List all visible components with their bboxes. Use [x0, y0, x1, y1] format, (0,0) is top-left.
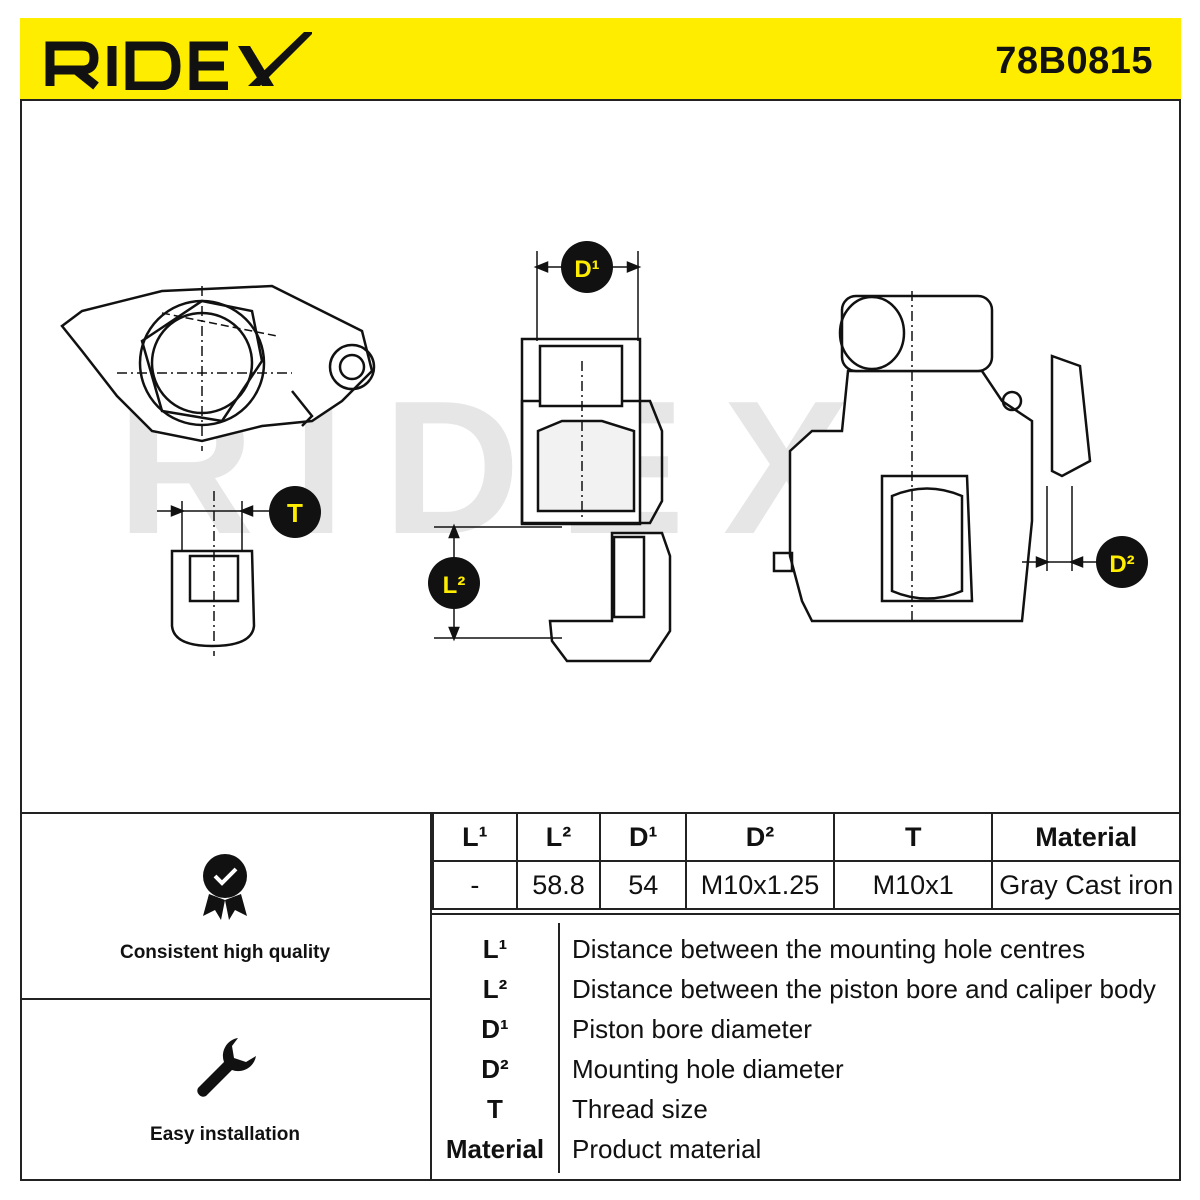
spec-value-d1: 54: [599, 860, 688, 910]
spec-table-value-row: - 58.8 54 M10x1.25 M10x1 Gray Cast iron: [432, 860, 1181, 910]
legend-description: Thread size: [572, 1094, 708, 1124]
spec-header-material: Material: [991, 812, 1181, 862]
dimension-badge-d1: D¹: [561, 241, 613, 293]
feature-quality: Consistent high quality: [20, 814, 430, 1000]
legend-description: Distance between the mounting hole centr…: [572, 934, 1086, 964]
header-bar: 78B0815: [20, 18, 1181, 101]
legend-key: D²: [481, 1054, 509, 1084]
spec-header-d2: D²: [685, 812, 835, 862]
spec-header-l1: L¹: [432, 812, 518, 862]
wrench-icon: [197, 1038, 256, 1097]
legend-divider: [558, 923, 560, 1173]
legend-row: D² Mounting hole diameter: [432, 1049, 1181, 1089]
features-panel: Consistent high quality Easy installatio…: [20, 812, 432, 1181]
legend-key: T: [487, 1094, 503, 1124]
legend-key: D¹: [481, 1014, 509, 1044]
spec-value-l2: 58.8: [515, 860, 602, 910]
legend-row: L¹ Distance between the mounting hole ce…: [432, 929, 1181, 969]
legend-row: Material Product material: [432, 1129, 1181, 1169]
technical-drawing: RIDEX T: [22, 101, 1179, 813]
svg-text:D¹: D¹: [574, 256, 599, 283]
spec-table: L¹ L² D¹ D² T Material - 58.8 54 M10x1.2…: [432, 812, 1181, 910]
legend-row: L² Distance between the piston bore and …: [432, 969, 1181, 1009]
spec-table-header-row: L¹ L² D¹ D² T Material: [432, 812, 1181, 862]
spec-header-d1: D¹: [599, 812, 688, 862]
brand-logo: [42, 28, 312, 95]
caliper-top-view: [60, 284, 376, 451]
feature-installation-label: Easy installation: [150, 1124, 300, 1145]
svg-text:D²: D²: [1109, 551, 1134, 578]
dimension-badge-d2: D²: [1096, 536, 1148, 588]
dimension-badge-t: T: [269, 486, 321, 538]
svg-text:T: T: [287, 498, 303, 528]
dimension-legend: L¹ Distance between the mounting hole ce…: [432, 913, 1181, 1181]
dimension-badge-l2: L²: [428, 557, 480, 609]
quality-badge-icon: [203, 854, 247, 920]
spec-header-l2: L²: [515, 812, 602, 862]
spec-header-t: T: [832, 812, 994, 862]
svg-text:L²: L²: [443, 572, 466, 599]
ridex-logo-icon: [45, 32, 312, 91]
legend-row: D¹ Piston bore diameter: [432, 1009, 1181, 1049]
part-number: 78B0815: [995, 40, 1153, 82]
thread-fitting-detail: [157, 491, 272, 656]
caliper-drawing-svg: RIDEX T: [60, 241, 1148, 663]
legend-description: Product material: [572, 1134, 762, 1164]
legend-key: Material: [445, 1134, 545, 1164]
spec-value-t: M10x1: [832, 860, 994, 910]
feature-quality-label: Consistent high quality: [119, 942, 331, 963]
legend-key: L²: [482, 974, 508, 1004]
spec-value-l1: -: [432, 860, 518, 910]
feature-installation: Easy installation: [20, 998, 430, 1181]
caliper-section-view: [434, 251, 672, 663]
legend-row: T Thread size: [432, 1089, 1181, 1129]
legend-description: Piston bore diameter: [572, 1014, 812, 1044]
spec-value-material: Gray Cast iron: [991, 860, 1181, 910]
legend-description: Mounting hole diameter: [572, 1054, 844, 1084]
spec-value-d2: M10x1.25: [685, 860, 835, 910]
legend-key: L¹: [482, 934, 508, 964]
caliper-side-view: [772, 291, 1102, 623]
legend-description: Distance between the piston bore and cal…: [572, 974, 1156, 1004]
